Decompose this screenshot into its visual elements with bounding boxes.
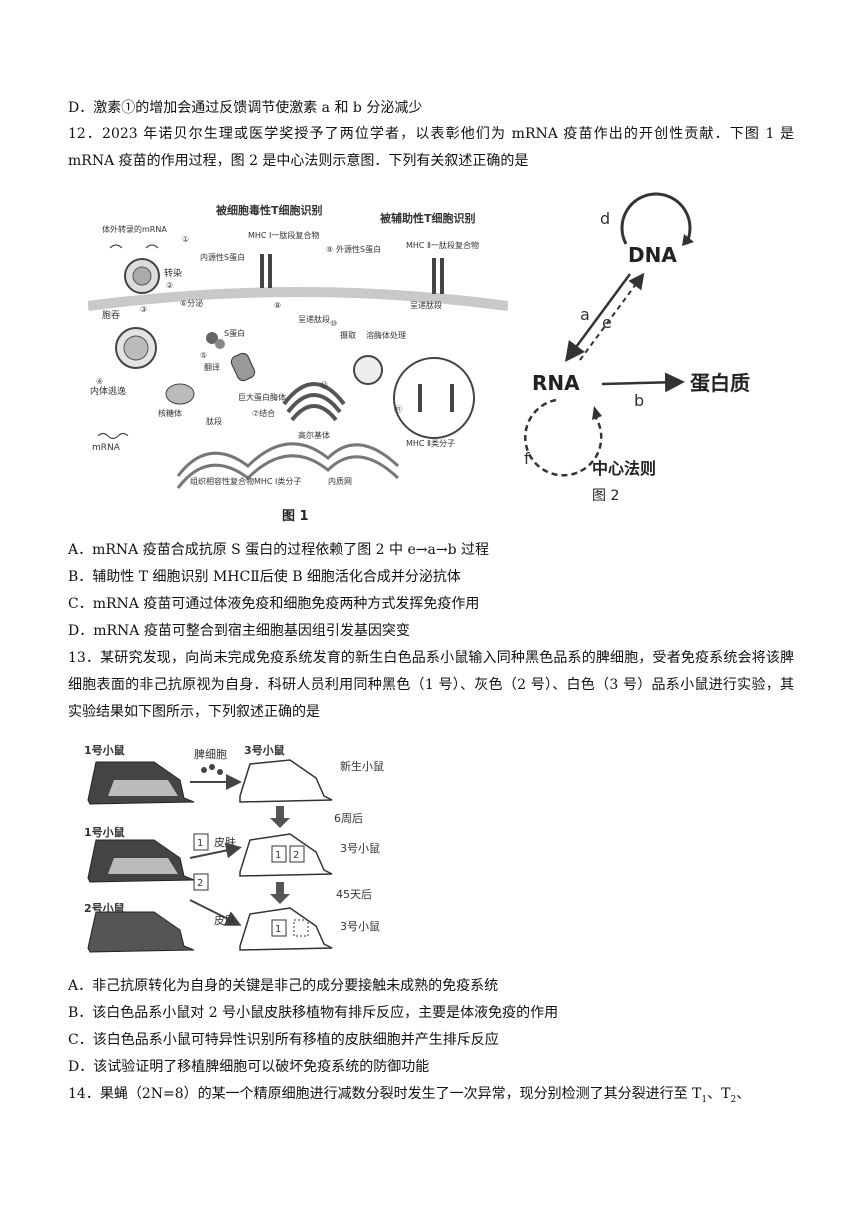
endoplasmic-reticulum: [176, 454, 400, 489]
q11-option-d: D．激素①的增加会通过反馈调节使激素 a 和 b 分泌减少: [68, 100, 423, 116]
fig1-caption: 图 1: [282, 509, 309, 524]
svg-text:⑧: ⑧: [274, 301, 281, 310]
svg-text:⑪: ⑪: [394, 405, 402, 414]
q13-option-d: D．该试验证明了移植脾细胞可以破坏免疫系统的防御功能: [68, 1059, 430, 1075]
golgi: [290, 404, 338, 422]
svg-text:mRNA: mRNA: [92, 443, 121, 453]
svg-text:3号小鼠: 3号小鼠: [340, 919, 380, 933]
svg-text:MHC Ⅱ一肽段复合物: MHC Ⅱ一肽段复合物: [406, 240, 479, 250]
arrow-45-days: [270, 894, 290, 904]
skin-graft-1: [193, 833, 209, 851]
svg-text:巨大蛋白酶体: 巨大蛋白酶体: [238, 392, 286, 402]
svg-text:⑤: ⑤: [200, 351, 207, 360]
svg-text:⑨: ⑨: [326, 245, 333, 254]
svg-text:⑥分泌: ⑥分泌: [180, 298, 203, 308]
svg-text:②: ②: [166, 281, 173, 290]
arrow-d: [620, 192, 692, 245]
figure-q13-mouse-experiment: 1号小鼠 脾细胞 3号小鼠 新生小鼠 6周后 1号小鼠 1 皮肤 1 2 3号小…: [84, 743, 384, 953]
q13-option-b: B．该白色品系小鼠对 2 号小鼠皮肤移植物有排斥反应，主要是体液免疫的作用: [68, 1005, 559, 1021]
fig2-caption: 图 2: [592, 488, 619, 504]
svg-text:皮肤: 皮肤: [214, 835, 236, 849]
figure-2-central-dogma: d DNA a e RNA b 蛋白质 f 中心法则 图 2: [524, 192, 750, 504]
svg-text:内质网: 内质网: [328, 476, 352, 486]
svg-text:外源性S蛋白: 外源性S蛋白: [336, 244, 381, 254]
svg-text:内体逃逸: 内体逃逸: [90, 385, 126, 397]
svg-text:⑩: ⑩: [330, 319, 337, 328]
dna-label: DNA: [628, 243, 677, 267]
svg-text:转染: 转染: [164, 267, 182, 279]
q14-stem: 14．果蝇（2N=8）的某一个精原细胞进行减数分裂时发生了一次异常，现分别检测了…: [68, 1086, 751, 1105]
rejected-graft-2: [293, 919, 309, 937]
q12-option-b: B．辅助性 T 细胞识别 MHCⅡ后使 B 细胞活化合成并分泌抗体: [68, 569, 461, 585]
fig2-subtitle: 中心法则: [592, 459, 656, 478]
label-a: a: [580, 305, 590, 324]
svg-text:6周后: 6周后: [334, 812, 363, 825]
svg-text:核糖体: 核糖体: [158, 408, 182, 418]
mouse-2-gray: [87, 911, 195, 953]
svg-text:翻译: 翻译: [204, 363, 220, 372]
cell-membrane: [88, 287, 508, 311]
svg-text:MHC Ⅰ一肽段复合物: MHC Ⅰ一肽段复合物: [248, 230, 319, 240]
svg-text:③: ③: [140, 305, 147, 314]
svg-text:1: 1: [275, 924, 281, 935]
arrow-f: [524, 398, 603, 477]
label-mrna-in-vitro: 体外转录的mRNA: [102, 224, 167, 234]
svg-text:①: ①: [182, 235, 189, 244]
svg-text:④: ④: [96, 377, 103, 386]
svg-text:皮肤: 皮肤: [214, 913, 236, 927]
q12-option-c: C．mRNA 疫苗可通过体液免疫和细胞免疫两种方式发挥免疫作用: [68, 596, 480, 612]
svg-text:1号小鼠: 1号小鼠: [84, 743, 125, 757]
svg-text:胞吞: 胞吞: [102, 309, 120, 321]
svg-text:高尔基体: 高尔基体: [298, 430, 330, 440]
svg-text:脾细胞: 脾细胞: [194, 747, 227, 761]
svg-text:2: 2: [293, 850, 299, 861]
svg-text:新生小鼠: 新生小鼠: [340, 759, 384, 773]
fig1-title-right: 被辅助性T细胞识别: [380, 211, 476, 225]
arrow-a: [565, 273, 632, 363]
q12-option-a: A．mRNA 疫苗合成抗原 S 蛋白的过程依赖了图 2 中 e→a→b 过程: [68, 542, 489, 558]
svg-text:1: 1: [275, 850, 281, 861]
mouse-3-newborn: [239, 759, 333, 803]
mhc2-vesicle: [393, 357, 475, 439]
arrow-6-weeks: [270, 818, 290, 828]
svg-text:溶酶体处理: 溶酶体处理: [366, 330, 406, 340]
label-f: f: [524, 449, 530, 468]
svg-text:3号小鼠: 3号小鼠: [244, 743, 285, 757]
label-e: e: [602, 313, 612, 332]
svg-text:呈递肽段: 呈递肽段: [298, 314, 330, 324]
svg-text:3号小鼠: 3号小鼠: [340, 841, 380, 855]
protein-label: 蛋白质: [690, 371, 750, 395]
label-b: b: [634, 391, 644, 410]
q12-stem: 12．2023 年诺贝尔生理或医学奖授予了两位学者，以表彰他们为 mRNA 疫苗…: [68, 126, 794, 169]
ribosome: [165, 383, 195, 405]
svg-text:摄取: 摄取: [340, 331, 356, 340]
lysosome-vesicle: [353, 355, 383, 385]
fig1-title-left: 被细胞毒性T细胞识别: [216, 203, 323, 217]
svg-text:45天后: 45天后: [336, 888, 372, 901]
q13-option-c: C．该白色品系小鼠可特异性识别所有移植的皮肤细胞并产生排斥反应: [68, 1032, 499, 1048]
svg-text:肽段: 肽段: [206, 416, 222, 426]
q13-stem: 13．某研究发现，向尚未完成免疫系统发育的新生白色品系小鼠输入同种黑色品系的脾细…: [68, 650, 794, 720]
q13-option-a: A．非己抗原转化为自身的关键是非己的成分要接触未成熟的免疫系统: [68, 978, 499, 994]
svg-text:2: 2: [197, 878, 203, 889]
s-protein-glyph: [206, 332, 218, 344]
arrow-b: [601, 372, 685, 393]
svg-text:⑫: ⑫: [320, 381, 328, 390]
svg-text:1: 1: [197, 838, 203, 849]
skin-graft-2: [193, 873, 209, 891]
svg-text:MHC Ⅱ类分子: MHC Ⅱ类分子: [406, 438, 455, 448]
label-d: d: [600, 209, 610, 228]
svg-text:呈递肽段: 呈递肽段: [410, 300, 442, 310]
figure-1-mrna-vaccine: 被细胞毒性T细胞识别 被辅助性T细胞识别 体外转录的mRNA ① 转染 ② 胞吞…: [88, 188, 508, 528]
svg-text:S蛋白: S蛋白: [224, 328, 245, 338]
q12-option-d: D．mRNA 疫苗可整合到宿主细胞基因组引发基因突变: [68, 623, 410, 639]
rna-label: RNA: [532, 371, 580, 395]
svg-text:1号小鼠: 1号小鼠: [84, 825, 125, 839]
svg-text:组织相容性复合物MHC Ⅰ类分子: 组织相容性复合物MHC Ⅰ类分子: [190, 476, 301, 486]
svg-text:内源性S蛋白: 内源性S蛋白: [200, 252, 245, 262]
proteasome: [230, 352, 256, 382]
svg-text:⑦结合: ⑦结合: [252, 408, 275, 418]
